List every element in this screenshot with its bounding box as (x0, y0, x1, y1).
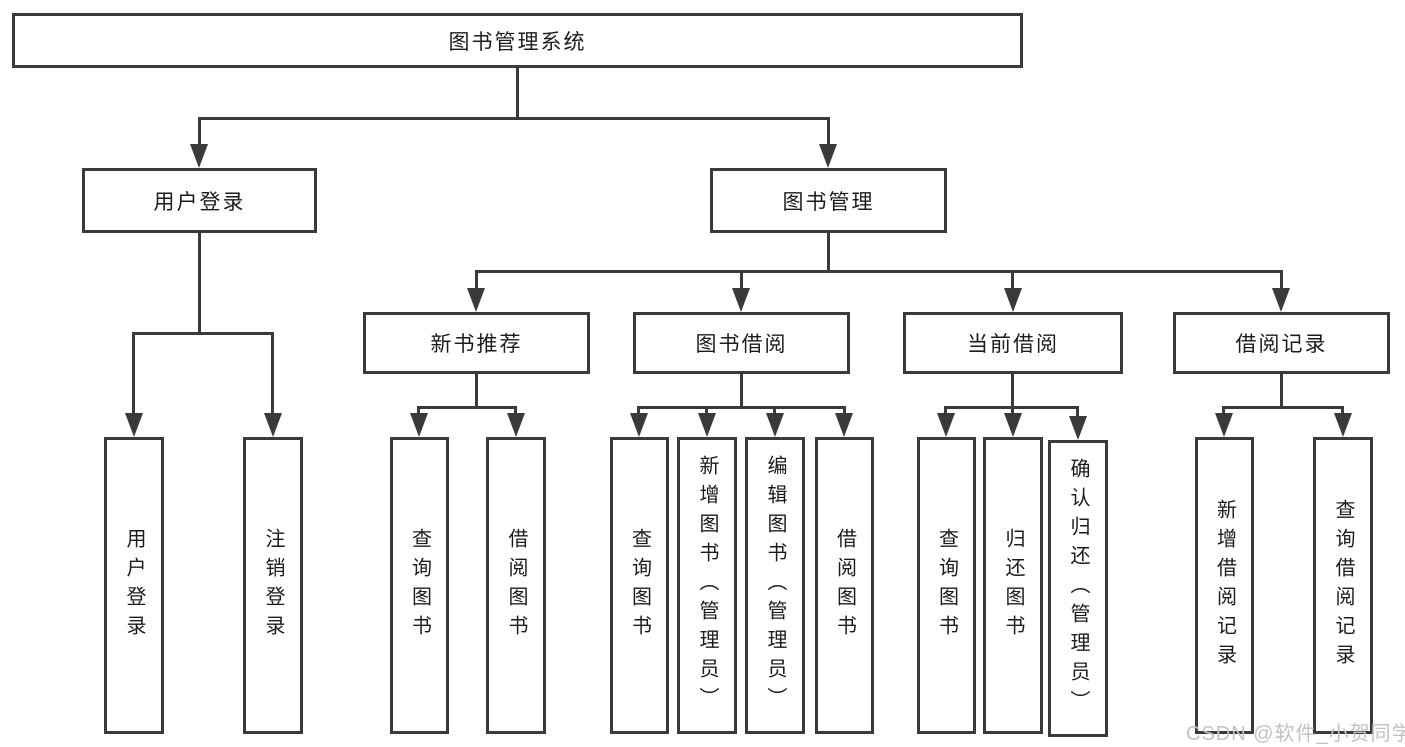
connector-to-leaf-logout (271, 332, 274, 415)
leaf-edit-book-admin: 编辑图书（管理员） (745, 437, 805, 734)
connector-recommend-stub (475, 374, 478, 409)
arrowhead-down-icon (835, 413, 853, 437)
connector-to-book-borrow (740, 270, 743, 290)
leaf-add-book-admin-label: 新增图书（管理员） (696, 455, 718, 716)
node-user-login: 用户登录 (82, 168, 317, 233)
leaf-return-book-label: 归还图书 (1002, 527, 1024, 644)
arrowhead-down-icon (766, 413, 784, 437)
arrowhead-down-icon (698, 413, 716, 437)
leaf-query-books-recommend: 查询图书 (390, 437, 449, 734)
connector-leaf-line (1011, 406, 1014, 416)
connector-leaf-line (773, 406, 776, 416)
connector-book-management-stub (827, 233, 830, 273)
leaf-query-books-borrow-label: 查询图书 (628, 527, 651, 644)
connector-leaf-line (514, 406, 517, 416)
arrowhead-down-icon (264, 413, 282, 437)
connector-leaf-line (1341, 406, 1344, 416)
leaf-query-borrow-record-label: 查询借阅记录 (1332, 498, 1354, 673)
connector-to-current-borrow (1011, 270, 1014, 290)
leaf-query-books-recommend-label: 查询图书 (408, 527, 431, 644)
connector-to-book-management (827, 117, 830, 147)
connector-leaf-line (944, 406, 947, 416)
connector-borrow-stub (740, 374, 743, 409)
leaf-user-login-label: 用户登录 (123, 527, 145, 644)
connector-leaf-line (637, 406, 640, 416)
connector-to-borrow-record (1280, 270, 1283, 290)
arrowhead-down-icon (1004, 413, 1022, 437)
arrowhead-down-icon (1272, 288, 1290, 312)
arrowhead-down-icon (937, 413, 955, 437)
leaf-add-book-admin: 新增图书（管理员） (677, 437, 737, 734)
arrowhead-down-icon (190, 144, 208, 168)
node-root-label: 图书管理系统 (448, 30, 587, 54)
connector-borrow-branch (637, 406, 845, 409)
connector-to-leaf-user-login (132, 332, 135, 415)
node-book-management-label: 图书管理 (782, 190, 875, 214)
leaf-query-borrow-record: 查询借阅记录 (1313, 437, 1373, 734)
node-root: 图书管理系统 (12, 13, 1023, 68)
leaf-logout-label: 注销登录 (262, 527, 284, 644)
arrowhead-down-icon (630, 413, 648, 437)
connector-leaf-line (1222, 406, 1225, 416)
connector-user-login-stub (198, 233, 201, 335)
arrowhead-down-icon (125, 413, 143, 437)
node-book-management: 图书管理 (710, 168, 947, 233)
connector-leaf-line (1076, 406, 1079, 419)
connector-to-user-login (198, 117, 201, 147)
arrowhead-down-icon (507, 413, 525, 437)
leaf-borrow-books-borrow-label: 借阅图书 (833, 527, 856, 644)
arrowhead-down-icon (410, 413, 428, 437)
connector-recommend-branch (417, 406, 516, 409)
leaf-user-login: 用户登录 (104, 437, 164, 734)
leaf-query-books-current-label: 查询图书 (935, 527, 958, 644)
leaf-query-books-borrow: 查询图书 (610, 437, 669, 734)
node-book-borrow: 图书借阅 (633, 312, 850, 374)
leaf-add-borrow-record: 新增借阅记录 (1195, 437, 1254, 734)
leaf-return-book: 归还图书 (983, 437, 1043, 734)
connector-to-new-book-recommend (475, 270, 478, 290)
arrowhead-down-icon (1004, 288, 1022, 312)
leaf-logout: 注销登录 (243, 437, 303, 734)
node-book-borrow-label: 图书借阅 (695, 333, 788, 356)
arrowhead-down-icon (1069, 416, 1087, 440)
node-borrow-record: 借阅记录 (1173, 312, 1390, 374)
connector-level3-branch (475, 270, 1283, 273)
arrowhead-down-icon (819, 144, 837, 168)
connector-user-login-branch (132, 332, 273, 335)
connector-leaf-line (705, 406, 708, 416)
leaf-add-borrow-record-label: 新增借阅记录 (1213, 498, 1236, 673)
watermark: CSDN @软件_小贺同学 (1186, 723, 1405, 745)
connector-current-stub (1011, 374, 1014, 409)
leaf-borrow-books-recommend-label: 借阅图书 (505, 527, 527, 644)
connector-leaf-line (843, 406, 846, 416)
leaf-confirm-return-admin: 确认归还（管理员） (1048, 440, 1108, 737)
leaf-borrow-books-borrow: 借阅图书 (815, 437, 874, 734)
connector-leaf-line (417, 406, 420, 416)
leaf-borrow-books-recommend: 借阅图书 (486, 437, 546, 734)
connector-level2-branch (198, 117, 830, 120)
node-current-borrow: 当前借阅 (903, 312, 1123, 374)
leaf-query-books-current: 查询图书 (917, 437, 976, 734)
arrowhead-down-icon (1334, 413, 1352, 437)
node-current-borrow-label: 当前借阅 (967, 333, 1059, 356)
arrowhead-down-icon (732, 288, 750, 312)
node-user-login-label: 用户登录 (153, 190, 246, 214)
node-new-book-recommend: 新书推荐 (363, 312, 590, 374)
node-new-book-recommend-label: 新书推荐 (430, 333, 523, 356)
node-borrow-record-label: 借阅记录 (1235, 333, 1328, 356)
arrowhead-down-icon (1215, 413, 1233, 437)
connector-record-branch (1222, 406, 1343, 409)
leaf-confirm-return-admin-label: 确认归还（管理员） (1067, 458, 1089, 719)
arrowhead-down-icon (467, 288, 485, 312)
leaf-edit-book-admin-label: 编辑图书（管理员） (764, 455, 786, 716)
connector-record-stub (1280, 374, 1283, 409)
connector-root-stub (516, 68, 519, 120)
